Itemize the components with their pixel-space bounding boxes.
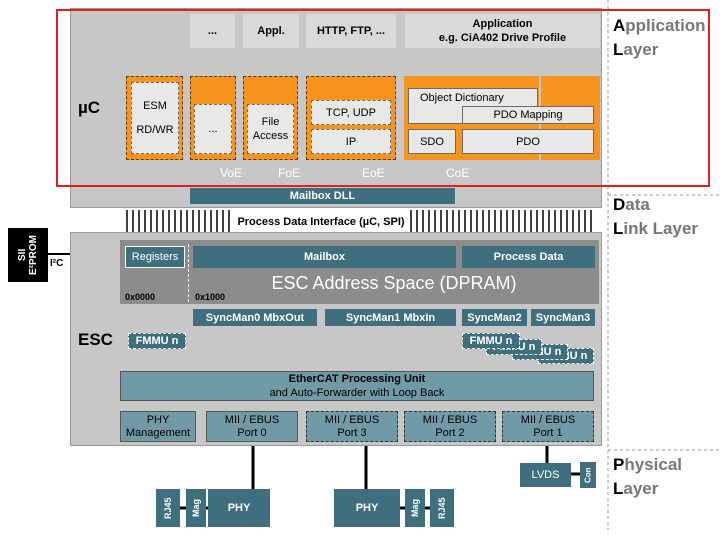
address-0000: 0x0000 bbox=[125, 292, 156, 302]
eoe-label: EoE bbox=[362, 166, 385, 180]
foe-label: FoE bbox=[278, 166, 301, 180]
fmmu-box: FMMU n bbox=[128, 333, 186, 349]
app-dots-box: ... bbox=[190, 14, 235, 48]
syncman3-box: SyncMan3 bbox=[531, 309, 595, 326]
port1-box: MII / EBUS Port 1 bbox=[502, 411, 594, 442]
syncman0-box: SyncMan0 MbxOut bbox=[193, 309, 317, 326]
mailbox-box: Mailbox bbox=[193, 246, 456, 268]
rj45-left: RJ45 bbox=[156, 489, 180, 527]
tcp-udp-box: TCP, UDP bbox=[311, 100, 391, 125]
ip-box: IP bbox=[311, 129, 391, 154]
port0-box: MII / EBUS Port 0 bbox=[206, 411, 298, 442]
voe-label: VoE bbox=[220, 166, 243, 180]
pdo-box: PDO bbox=[462, 129, 594, 154]
epu-box bbox=[120, 371, 594, 401]
epu-title: EtherCAT Processing Unit bbox=[288, 373, 426, 385]
esc-label: ESC bbox=[78, 330, 113, 349]
mailbox-dll-bar: Mailbox DLL bbox=[190, 188, 455, 204]
mc-label: µC bbox=[78, 98, 101, 117]
physical-layer-label: Physical Layer bbox=[613, 455, 682, 498]
mag-right: Mag bbox=[405, 489, 425, 527]
registers-box: Registers bbox=[125, 246, 185, 268]
http-ftp-box: HTTP, FTP, ... bbox=[306, 14, 396, 48]
esm-box: ESM RD/WR bbox=[131, 82, 179, 154]
application-layer-label: Application Layer bbox=[613, 16, 706, 59]
phy-management-box: PHY Management bbox=[120, 411, 196, 442]
address-1000: 0x1000 bbox=[195, 292, 226, 302]
fmmu-stack-1: FMMU n bbox=[462, 333, 520, 349]
voe-dots-box: ... bbox=[194, 104, 232, 154]
eeprom-chip: SII E²PROM bbox=[8, 228, 48, 282]
port2-box: MII / EBUS Port 2 bbox=[404, 411, 496, 442]
mag-left: Mag bbox=[186, 489, 206, 527]
object-dictionary-label: Object Dictionary bbox=[420, 92, 504, 104]
file-access-box: File Access bbox=[247, 104, 294, 154]
coe-label: CoE bbox=[446, 166, 470, 180]
phy-right: PHY bbox=[334, 489, 400, 527]
syncman1-box: SyncMan1 MbxIn bbox=[325, 309, 456, 326]
pdi-label: Process Data Interface (µC, SPI) bbox=[233, 213, 409, 231]
pdo-mapping-box: PDO Mapping bbox=[462, 106, 594, 124]
syncman2-box: SyncMan2 bbox=[462, 309, 527, 326]
i2c-label: I²C bbox=[50, 258, 64, 269]
lvds-box: LVDS bbox=[520, 463, 571, 487]
data-link-layer-label: Data Link Layer bbox=[613, 195, 699, 238]
application-cia402-box: Application e.g. CiA402 Drive Profile bbox=[405, 14, 600, 48]
epu-subtitle: and Auto-Forwarder with Loop Back bbox=[269, 387, 445, 399]
appl-box: Appl. bbox=[243, 14, 299, 48]
rj45-right: RJ45 bbox=[430, 489, 454, 527]
con-box: Con bbox=[580, 462, 596, 488]
sdo-box: SDO bbox=[408, 129, 456, 154]
address-divider bbox=[188, 244, 189, 302]
address-space-label: ESC Address Space (DPRAM) bbox=[271, 272, 517, 293]
application-layer-frame bbox=[56, 9, 710, 187]
process-data-box: Process Data bbox=[462, 246, 595, 268]
phy-left: PHY bbox=[208, 489, 270, 527]
port3-box: MII / EBUS Port 3 bbox=[306, 411, 398, 442]
